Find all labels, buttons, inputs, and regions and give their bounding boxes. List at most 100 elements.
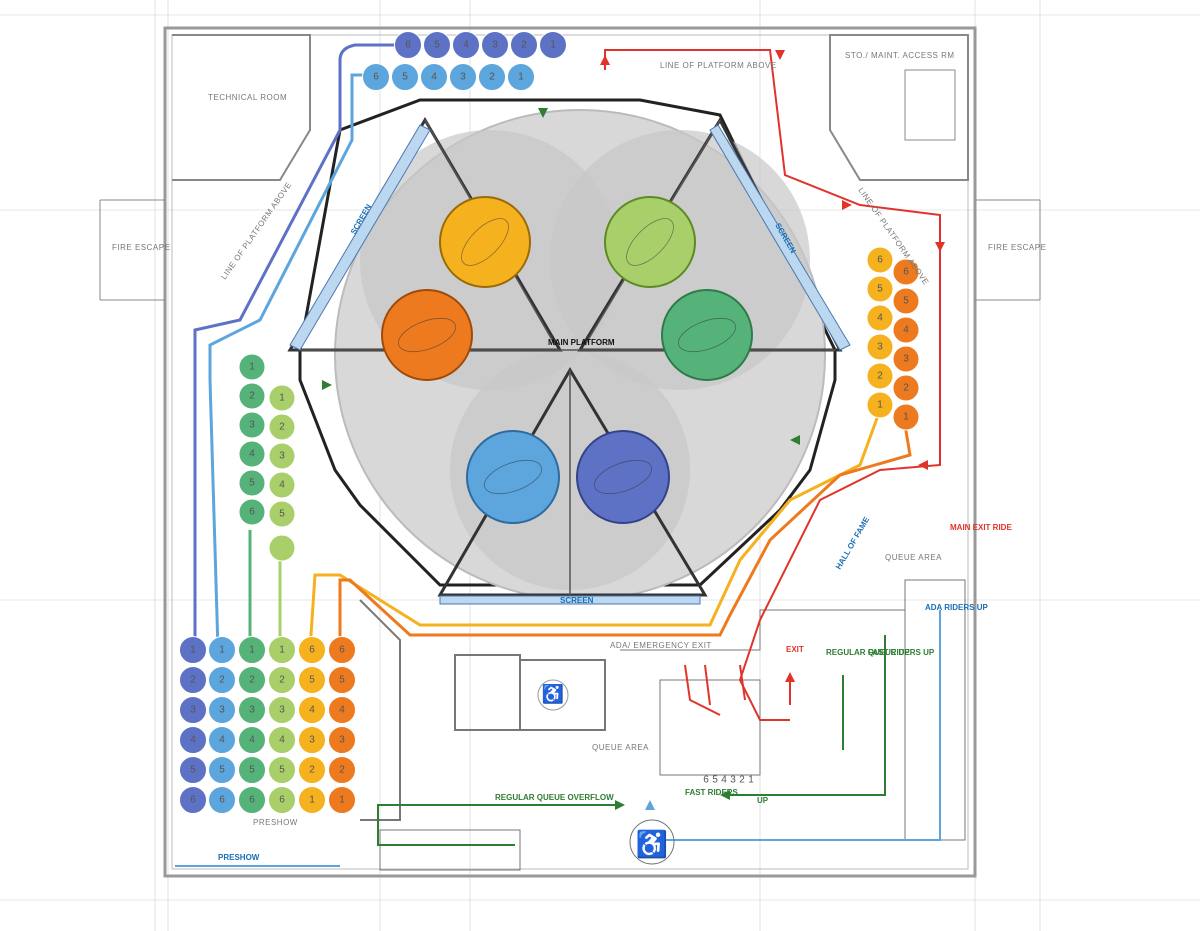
queue-slot-blue — [208, 696, 236, 724]
queue-slot-number: 6 — [309, 645, 315, 656]
queue-slot-number: 2 — [489, 72, 495, 83]
queue-slot-lightgreen — [268, 413, 296, 441]
queue-slot-yellow — [866, 275, 894, 303]
queue-slot-orange — [328, 636, 356, 664]
queue-slot-number: 4 — [877, 313, 883, 324]
blue-route — [208, 73, 365, 651]
queue-slot-teal — [238, 726, 266, 754]
regular-overflow-label: REGULAR QUEUE OVERFLOW — [495, 793, 614, 802]
queue-slot-violet — [179, 666, 207, 694]
queue-slot-teal — [238, 666, 266, 694]
queue-slot-number: 5 — [877, 284, 883, 295]
queue-slot-lightgreen — [268, 696, 296, 724]
queue-slot-number: 1 — [877, 400, 883, 411]
queue-slot-lightgreen — [268, 666, 296, 694]
queue-slot-number: 4 — [903, 325, 909, 336]
arrow-left-green-icon — [720, 790, 730, 800]
queue-slot-number: 2 — [279, 422, 285, 433]
technical-room-label: TECHNICAL ROOM — [208, 93, 287, 102]
vehicle-lightgreen — [604, 196, 696, 288]
queue-slot-orange — [892, 258, 920, 286]
queue-slot-number: 4 — [309, 705, 315, 716]
queue-slot-number: 3 — [492, 40, 498, 51]
red-exit-route — [604, 49, 941, 721]
queue-slot-number: 5 — [903, 296, 909, 307]
queue-slot-blue — [449, 63, 477, 91]
queue-slot-number: 1 — [518, 72, 524, 83]
queue-slot-number: 5 — [190, 765, 196, 776]
queue-slot-yellow — [866, 333, 894, 361]
stair-step-number: 3 — [730, 775, 736, 786]
green-overflow-route — [377, 804, 615, 846]
stair-step-number: 6 — [703, 775, 709, 786]
queue-slot-number: 3 — [309, 735, 315, 746]
queue-slot-orange — [328, 786, 356, 814]
queue-slot-teal — [238, 353, 266, 381]
queue-slot-number: 3 — [460, 72, 466, 83]
queue-slot-number: 3 — [190, 705, 196, 716]
ada-route — [660, 610, 941, 841]
stair-step-number: 1 — [748, 775, 754, 786]
fast-riders-up-label: FAST RIDERS UP — [868, 648, 935, 657]
ride-vehicles — [381, 196, 753, 524]
queue-slot-teal — [238, 756, 266, 784]
queue-routes — [175, 43, 941, 867]
queue-slot-blue — [420, 63, 448, 91]
direction-arrows — [322, 50, 945, 810]
stair-step-number: 4 — [721, 775, 727, 786]
arrow-up-red-icon — [785, 672, 795, 682]
queue-area-bottom-label: QUEUE AREA — [592, 743, 649, 752]
queue-slot-number: 5 — [339, 675, 345, 686]
vehicle-violet — [576, 430, 670, 524]
queue-slot-number: 3 — [249, 705, 255, 716]
queue-slot-orange — [892, 374, 920, 402]
queue-slot-orange — [328, 726, 356, 754]
arrow-up-red-icon — [600, 55, 610, 65]
queue-slot-number: 4 — [249, 735, 255, 746]
queue-slot-blue — [208, 786, 236, 814]
queue-slot-violet — [394, 31, 422, 59]
queue-slot-number: 1 — [903, 412, 909, 423]
violet-route — [193, 43, 395, 650]
queue-slot-blue — [478, 63, 506, 91]
queue-slot-yellow — [298, 696, 326, 724]
queue-slot-lightgreen — [268, 500, 296, 528]
queue-slot-number: 6 — [877, 255, 883, 266]
sto-maint-label: STO./ MAINT. ACCESS RM — [845, 51, 955, 60]
preshow-route-label: PRESHOW — [218, 853, 260, 862]
queue-slot-number: 5 — [434, 40, 440, 51]
exit-label: EXIT — [786, 645, 804, 654]
fire-escape-left-label: FIRE ESCAPE — [112, 243, 170, 252]
regular-queue-label: REGULAR QUEUE UP — [826, 648, 910, 657]
vehicle-teal — [661, 289, 753, 381]
queue-slot-number: 4 — [249, 449, 255, 460]
queue-slot-number: 1 — [190, 645, 196, 656]
vehicle-blue — [466, 430, 560, 524]
screen-bottom-label: SCREEN — [560, 596, 594, 605]
arrow-down-green-icon — [538, 108, 548, 118]
queue-slot-number: 4 — [279, 480, 285, 491]
vehicle-yellow — [439, 196, 531, 288]
fast-riders-bottom-label: FAST RIDERS — [685, 788, 739, 797]
queue-slot-yellow — [298, 666, 326, 694]
queue-slot-number: 4 — [463, 40, 469, 51]
queue-slot-number: 5 — [279, 509, 285, 520]
arrow-down-red-icon — [935, 242, 945, 252]
queue-slot-orange — [328, 696, 356, 724]
queue-slot-number: 5 — [309, 675, 315, 686]
queue-slot-number: 6 — [405, 40, 411, 51]
arrow-left-red-icon — [918, 460, 928, 470]
queue-slot-lightgreen — [268, 786, 296, 814]
queue-slot-blue — [208, 636, 236, 664]
queue-slot-number: 4 — [339, 705, 345, 716]
queue-slot-number: 2 — [877, 371, 883, 382]
vehicle-orange — [381, 289, 473, 381]
queue-slot-number: 3 — [877, 342, 883, 353]
queue-slot-number: 2 — [903, 383, 909, 394]
arrow-left-green-icon — [790, 435, 800, 445]
queue-slot-number: 5 — [219, 765, 225, 776]
queue-slot-number: 2 — [249, 675, 255, 686]
arrow-right-red-icon — [842, 200, 852, 210]
